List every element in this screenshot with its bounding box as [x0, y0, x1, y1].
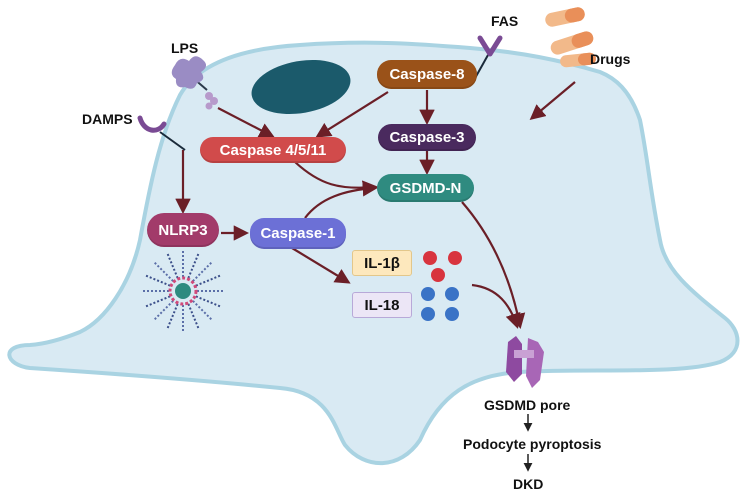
il-18-label-box: IL-18	[352, 292, 412, 318]
arrow-caspase1-to-cytokines	[291, 247, 351, 284]
podocyte-pyroptosis-label: Podocyte pyroptosis	[463, 436, 602, 452]
inflammasome-icon	[143, 251, 223, 331]
arrow-caspase8-to-caspase4511	[315, 91, 389, 138]
arrow-caspase1-to-gsdmd	[304, 181, 379, 219]
caspase-3-node: Caspase-3	[378, 124, 476, 151]
drugs-label: Drugs	[590, 51, 631, 67]
arrow-drugs-to-cell	[529, 81, 576, 120]
il1b-cytokines	[423, 251, 462, 282]
gsdmd-pore-icon	[506, 336, 544, 388]
lps-receptor-icon	[171, 56, 218, 110]
nlrp3-node: NLRP3	[147, 213, 219, 247]
gsdmd-n-node: GSDMD-N	[377, 174, 474, 202]
nucleus-icon	[251, 59, 351, 115]
fas-label: FAS	[491, 13, 519, 29]
gsdmd-pore-label: GSDMD pore	[484, 397, 571, 413]
damps-label: DAMPS	[82, 111, 133, 127]
caspase-8-node: Caspase-8	[377, 60, 477, 89]
dkd-label: DKD	[513, 476, 544, 492]
arrow-cytokines-to-pore	[471, 283, 521, 329]
caspase-1-node: Caspase-1	[250, 218, 346, 249]
damps-receptor-icon	[137, 115, 186, 151]
il18-cytokines	[421, 287, 459, 321]
drug-capsules-icon	[545, 7, 596, 68]
il-1b-label-box: IL-1β	[352, 250, 412, 276]
arrow-lps-to-caspase4511	[217, 107, 275, 138]
caspase-4-5-11-node: Caspase 4/5/11	[200, 137, 346, 163]
pathway-arrows	[175, 81, 576, 330]
lps-label: LPS	[171, 40, 199, 56]
